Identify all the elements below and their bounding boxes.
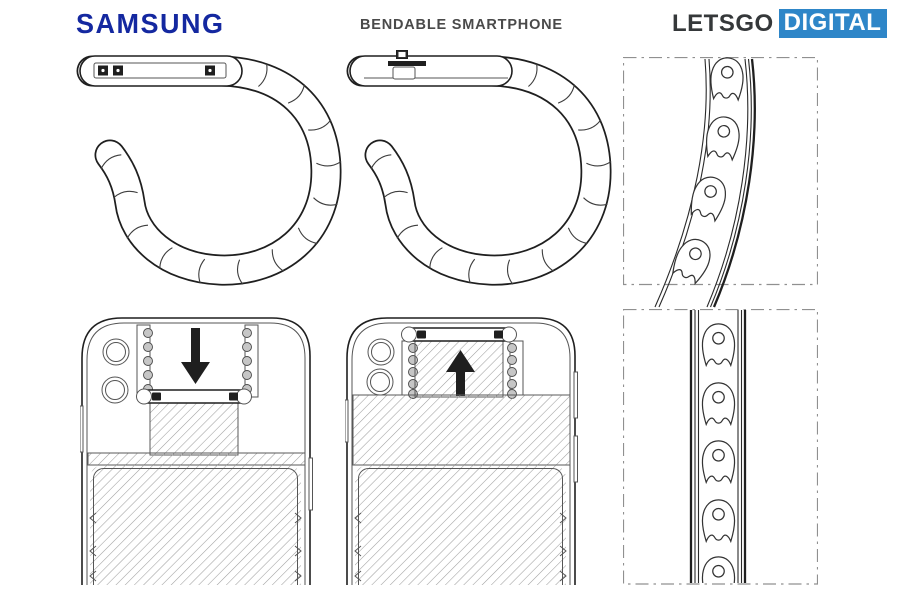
display-module-panel bbox=[89, 465, 302, 585]
hatched-band bbox=[87, 452, 306, 466]
figure-hinge-detail-curved bbox=[623, 57, 818, 308]
chain-links bbox=[701, 323, 736, 583]
side-button-left bbox=[80, 405, 84, 453]
figure-curled-phone-rear-cameras bbox=[76, 55, 342, 286]
slider-crossbar bbox=[401, 326, 517, 343]
side-button-right bbox=[573, 371, 578, 419]
camera-lenses bbox=[366, 338, 395, 396]
camera-lenses bbox=[101, 338, 130, 404]
phone-top-housing bbox=[79, 55, 243, 87]
figure-hinge-detail-straight bbox=[623, 309, 818, 585]
slider-crossbar bbox=[136, 388, 252, 405]
side-button-right-2 bbox=[573, 435, 578, 483]
display-slider-segment bbox=[149, 402, 239, 456]
letsgo-digital-logo: LETSGO DIGITAL bbox=[672, 9, 888, 38]
figure-phone-slider-down bbox=[80, 317, 313, 585]
arrow-up bbox=[446, 350, 475, 396]
display-module-panel bbox=[354, 465, 567, 585]
arrow-down bbox=[181, 328, 210, 384]
popup-camera bbox=[388, 50, 426, 80]
page-title: BENDABLE SMARTPHONE bbox=[360, 17, 563, 33]
side-button-left bbox=[345, 399, 349, 443]
band-rails bbox=[689, 310, 747, 583]
digital-logo-badge: DIGITAL bbox=[778, 9, 888, 38]
figure-curled-phone-popup-camera bbox=[346, 50, 612, 286]
figure-phone-slider-up bbox=[345, 317, 578, 585]
side-button-right bbox=[308, 457, 313, 511]
letsgo-logo-text: LETSGO bbox=[672, 9, 774, 37]
phone-top-housing bbox=[349, 50, 513, 87]
samsung-logo: SAMSUNG bbox=[76, 8, 225, 40]
camera-strip bbox=[98, 65, 215, 76]
hatched-band bbox=[352, 394, 571, 466]
